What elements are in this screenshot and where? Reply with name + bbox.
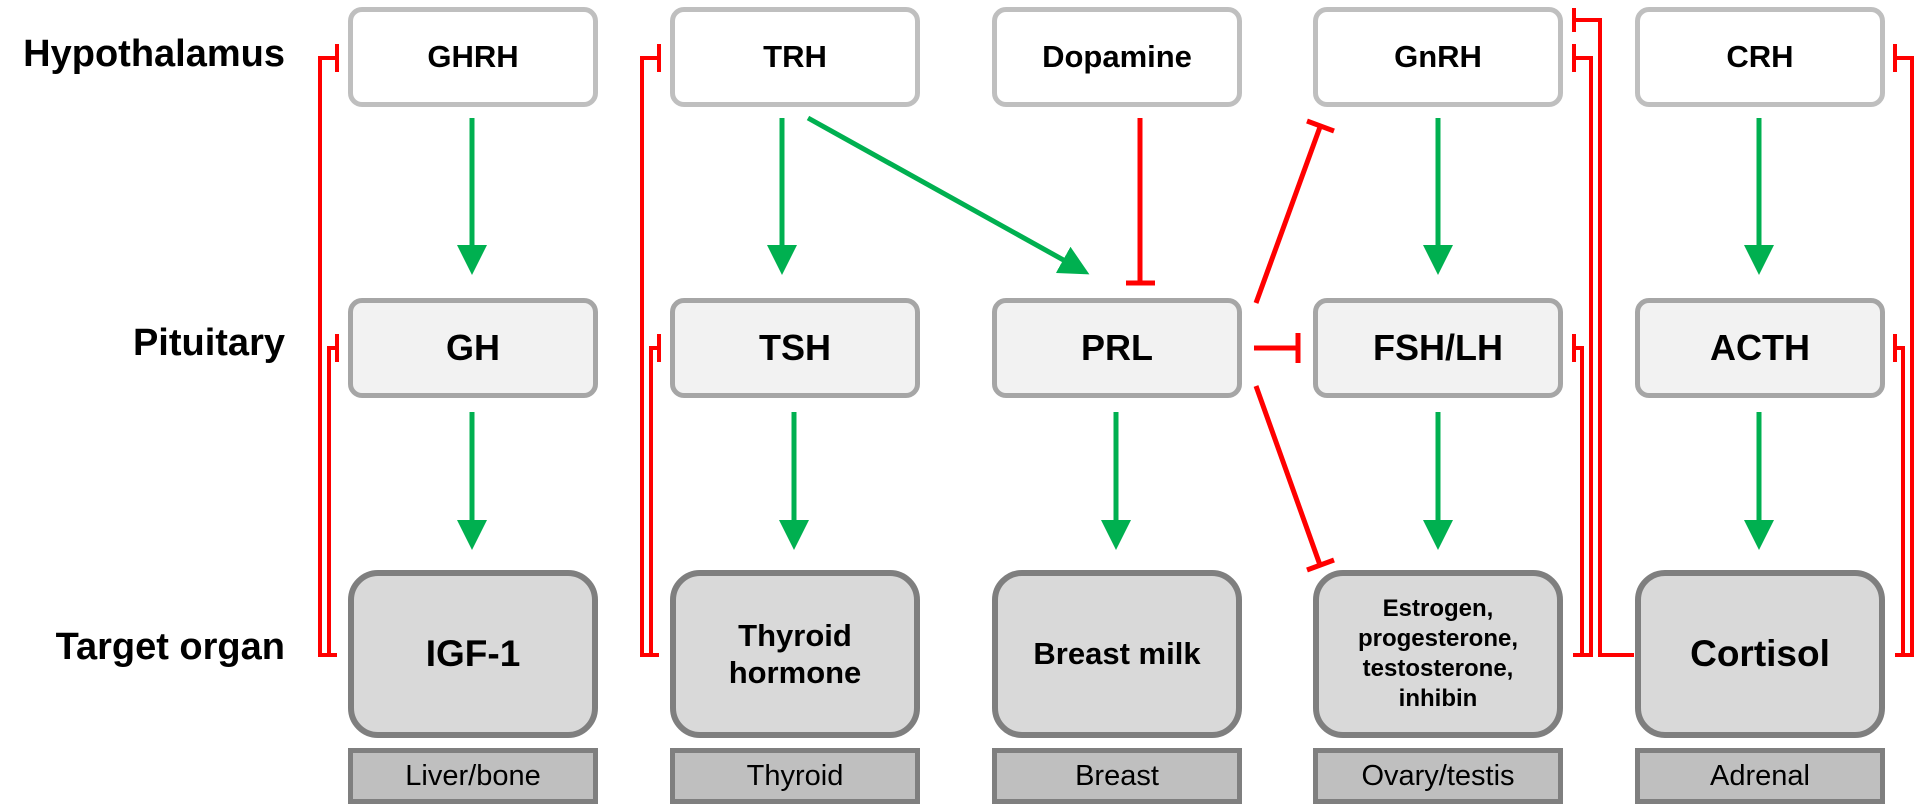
box-gnrh: GnRH [1313, 7, 1563, 107]
level-label-pituitary: Pituitary [132, 322, 285, 364]
inhibit-dopamine-to-prl [1126, 118, 1155, 286]
label-dopamine: Dopamine [1042, 39, 1192, 74]
box-crh: CRH [1635, 7, 1885, 107]
box-dopamine: Dopamine [992, 7, 1242, 107]
label-breast-milk: Breast milk [1033, 636, 1201, 672]
box-fshlh: FSH/LH [1313, 298, 1563, 398]
box-thyroid-hormone: Thyroid hormone [670, 570, 920, 738]
label-inhibin: inhibin [1398, 685, 1478, 712]
label-ovary-testis: Ovary/testis [1361, 759, 1515, 792]
label-progesterone: progesterone, [1357, 625, 1519, 652]
box-gh: GH [348, 298, 598, 398]
box-prl: PRL [992, 298, 1242, 398]
label-thyroid-hormone-line1: Thyroid [738, 617, 852, 653]
level-label-target-organ: Target organ [55, 626, 285, 668]
label-fshlh: FSH/LH [1373, 327, 1503, 368]
label-tsh: TSH [759, 327, 831, 368]
box-acth: ACTH [1635, 298, 1885, 398]
box-tsh: TSH [670, 298, 920, 398]
box-igf1: IGF-1 [348, 570, 598, 738]
label-prl: PRL [1081, 327, 1153, 368]
feedback-igf1-to-gh [327, 334, 339, 657]
label-acth: ACTH [1710, 327, 1810, 368]
box-breast-milk: Breast milk [992, 570, 1242, 738]
box-ghrh: GHRH [348, 7, 598, 107]
feedback-cortisol-to-gnrh [1572, 8, 1634, 657]
inhibit-prl-to-sex-hormones [1253, 385, 1335, 573]
inhibit-prl-to-fshlh [1254, 333, 1301, 363]
label-liver-bone: Liver/bone [405, 759, 541, 792]
label-crh: CRH [1726, 39, 1794, 74]
label-adrenal: Adrenal [1710, 759, 1810, 792]
label-trh: TRH [763, 39, 827, 74]
organ-breast: Breast [992, 748, 1242, 804]
feedback-sex-hormones-to-fshlh [1572, 334, 1584, 657]
feedback-cortisol-to-acth [1893, 334, 1905, 657]
label-gnrh: GnRH [1394, 39, 1482, 74]
inhibit-prl-to-gnrh [1253, 118, 1335, 304]
label-gh: GH [446, 327, 500, 368]
level-label-hypothalamus: Hypothalamus [23, 33, 285, 75]
label-igf1: IGF-1 [425, 632, 521, 674]
organ-adrenal: Adrenal [1635, 748, 1885, 804]
label-thyroid: Thyroid [746, 759, 844, 792]
label-thyroid-hormone-line2: hormone [728, 655, 862, 690]
label-ghrh: GHRH [427, 39, 519, 74]
label-breast: Breast [1075, 759, 1159, 792]
label-cortisol: Cortisol [1690, 632, 1830, 674]
organ-ovary-testis: Ovary/testis [1313, 748, 1563, 804]
arrow-trh-to-prl [806, 115, 1090, 275]
box-sex-hormones: Estrogen, progesterone, testosterone, in… [1313, 570, 1563, 738]
organ-thyroid: Thyroid [670, 748, 920, 804]
label-estrogen: Estrogen, [1382, 595, 1494, 622]
box-trh: TRH [670, 7, 920, 107]
label-testosterone: testosterone, [1362, 655, 1514, 682]
feedback-thyroid-hormone-to-tsh [649, 334, 661, 657]
box-cortisol: Cortisol [1635, 570, 1885, 738]
organ-liver-bone: Liver/bone [348, 748, 598, 804]
